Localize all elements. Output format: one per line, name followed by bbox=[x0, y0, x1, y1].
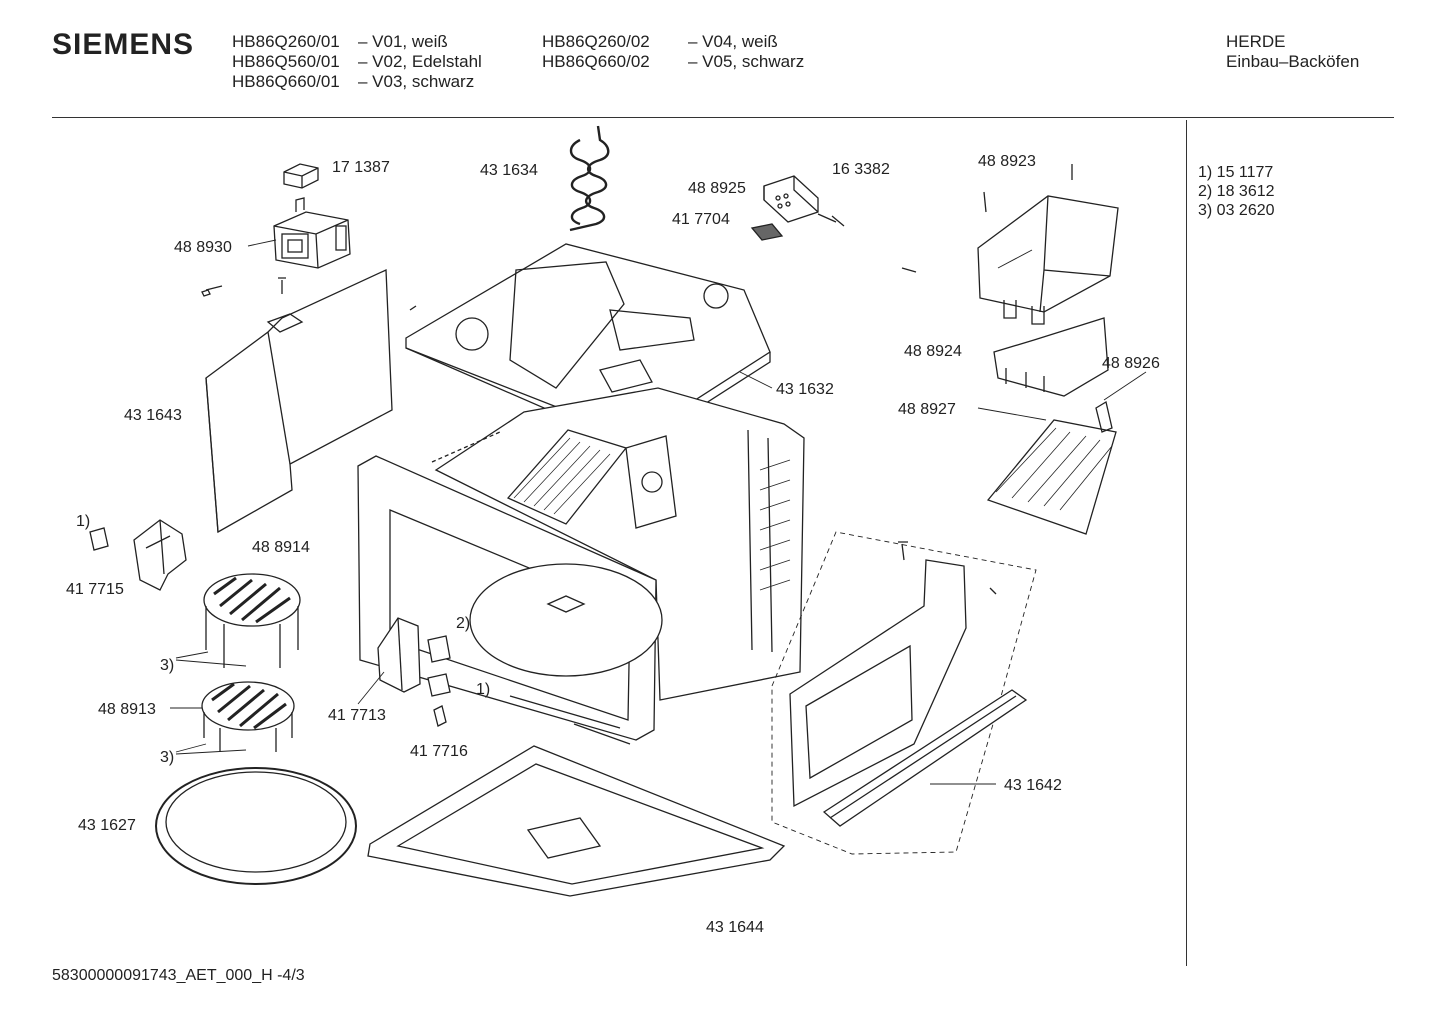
label-163382: 16 3382 bbox=[832, 161, 890, 178]
part-turntable-ring bbox=[155, 767, 357, 885]
model-variant: – V01, weiß bbox=[358, 32, 448, 51]
model-code: HB86Q660/02 bbox=[542, 52, 650, 71]
part-grill-heater bbox=[569, 125, 610, 232]
category-line-1: HERDE bbox=[1226, 32, 1286, 51]
part-417716 bbox=[433, 705, 447, 727]
label-488926: 48 8926 bbox=[1102, 355, 1160, 372]
callout-3: 3) bbox=[160, 657, 174, 674]
label-488927: 48 8927 bbox=[898, 401, 956, 418]
part-grill-rack-low bbox=[201, 681, 295, 752]
model-column-2-variants: – V04, weiß – V05, schwarz bbox=[688, 32, 804, 72]
category-line-2: Einbau–Backöfen bbox=[1226, 52, 1360, 71]
label-431644: 43 1644 bbox=[706, 919, 764, 936]
label-171387: 17 1387 bbox=[332, 159, 390, 176]
brand-logo: SIEMENS bbox=[52, 28, 195, 61]
part-cover-upper bbox=[977, 195, 1119, 325]
part-front-frame bbox=[357, 455, 663, 745]
part-lamp bbox=[817, 213, 845, 227]
part-capacitor-box bbox=[283, 163, 319, 189]
label-488924: 48 8924 bbox=[904, 343, 962, 360]
part-grill-rack-high bbox=[203, 573, 301, 668]
screw bbox=[278, 277, 286, 294]
screw bbox=[409, 305, 417, 311]
label-431642: 43 1642 bbox=[1004, 777, 1062, 794]
screw bbox=[989, 587, 997, 595]
label-431634: 43 1634 bbox=[480, 162, 538, 179]
callout-3: 3) bbox=[160, 749, 174, 766]
label-488925: 48 8925 bbox=[688, 180, 746, 197]
part-terminal-block bbox=[986, 400, 1117, 535]
category: HERDE Einbau–Backöfen bbox=[1226, 32, 1359, 72]
part-door-switch-housing bbox=[133, 519, 187, 591]
model-code: HB86Q660/01 bbox=[232, 72, 340, 91]
label-488923: 48 8923 bbox=[978, 153, 1036, 170]
label-417715: 41 7715 bbox=[66, 581, 124, 598]
label-488913: 48 8913 bbox=[98, 701, 156, 718]
footnotes: 1) 15 1177 2) 18 3612 3) 03 2620 bbox=[1198, 163, 1275, 220]
part-micro-switch bbox=[89, 527, 109, 551]
part-cover-lower bbox=[993, 317, 1109, 397]
part-magnetron bbox=[273, 197, 351, 269]
footnote: 3) 03 2620 bbox=[1198, 202, 1275, 219]
model-variant: – V02, Edelstahl bbox=[358, 52, 482, 71]
header-divider bbox=[52, 117, 1394, 118]
callout-1: 1) bbox=[76, 513, 90, 530]
part-door-switch bbox=[377, 617, 421, 693]
part-switch-2 bbox=[427, 635, 451, 663]
footnote: 1) 15 1177 bbox=[1198, 164, 1274, 181]
part-mounting-rail bbox=[822, 689, 1028, 827]
model-code: HB86Q560/01 bbox=[232, 52, 340, 71]
model-variant: – V05, schwarz bbox=[688, 52, 805, 71]
part-sensor-block bbox=[763, 175, 819, 223]
callout-2: 2) bbox=[456, 615, 470, 632]
leader-lines bbox=[170, 239, 1147, 785]
label-431627: 43 1627 bbox=[78, 817, 136, 834]
part-switch-1 bbox=[427, 673, 451, 697]
label-417713: 41 7713 bbox=[328, 707, 386, 724]
screw bbox=[983, 191, 987, 213]
footnote: 2) 18 3612 bbox=[1198, 183, 1275, 200]
model-column-1-variants: – V01, weiß – V02, Edelstahl – V03, schw… bbox=[358, 32, 482, 92]
model-variant: – V04, weiß bbox=[688, 32, 778, 51]
document-id: 58300000091743_AET_000_H -4/3 bbox=[52, 967, 305, 984]
screw bbox=[201, 285, 223, 297]
screw bbox=[898, 541, 908, 561]
label-417704: 41 7704 bbox=[672, 211, 730, 228]
model-column-1-codes: HB86Q260/01 HB86Q560/01 HB86Q660/01 bbox=[232, 32, 340, 92]
label-488930: 48 8930 bbox=[174, 239, 232, 256]
label-417716: 41 7716 bbox=[410, 743, 468, 760]
part-side-panel-right bbox=[789, 559, 967, 808]
model-code: HB86Q260/01 bbox=[232, 32, 340, 51]
label-431632: 43 1632 bbox=[776, 381, 834, 398]
part-fan-bracket bbox=[625, 435, 677, 529]
model-code: HB86Q260/02 bbox=[542, 32, 650, 51]
model-variant: – V03, schwarz bbox=[358, 72, 475, 91]
side-divider bbox=[1186, 120, 1187, 966]
label-488914: 48 8914 bbox=[252, 539, 310, 556]
callout-1: 1) bbox=[476, 681, 490, 698]
screw bbox=[901, 267, 917, 273]
model-column-2-codes: HB86Q260/02 HB86Q660/02 bbox=[542, 32, 650, 72]
part-insulation-pad bbox=[750, 223, 784, 241]
part-oven-cavity bbox=[434, 387, 805, 701]
part-side-panel-left bbox=[205, 269, 393, 534]
label-431643: 43 1643 bbox=[124, 407, 182, 424]
part-bottom-plate bbox=[367, 745, 786, 897]
